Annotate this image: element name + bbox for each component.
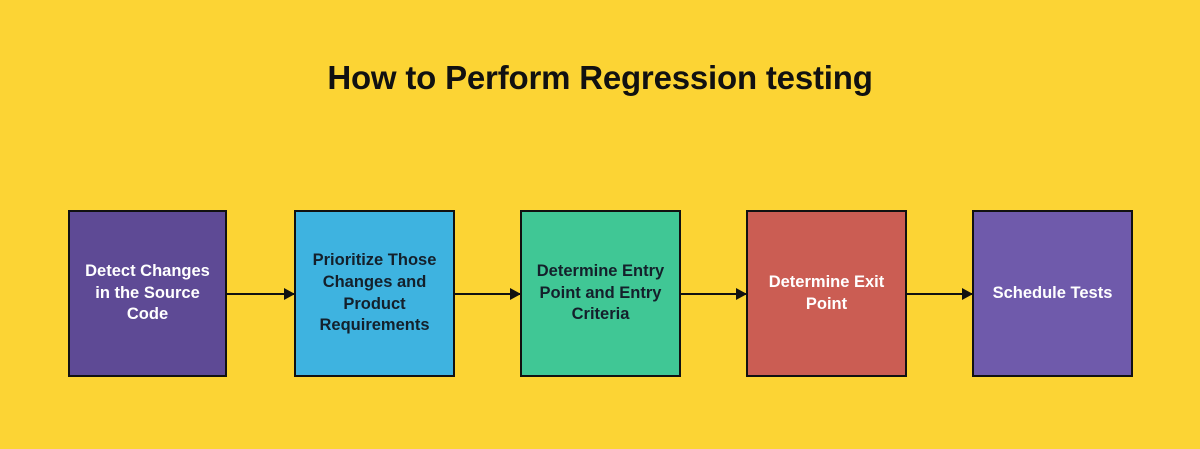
process-step-determine-exit-point: Determine Exit Point [746, 210, 907, 377]
process-step-label: Schedule Tests [992, 283, 1113, 302]
arrow-step4-to-step5 [907, 288, 973, 300]
arrow-step1-to-step2 [227, 288, 295, 300]
arrow-head-icon [736, 288, 747, 300]
process-flow-diagram: Detect Changes in the Source Code Priori… [68, 210, 1133, 377]
arrow-head-icon [962, 288, 973, 300]
arrow-step2-to-step3 [455, 288, 521, 300]
arrow-step3-to-step4 [681, 288, 747, 300]
page-title: How to Perform Regression testing [327, 59, 873, 96]
process-step-label: Detect Changes in the Source Code [85, 261, 210, 324]
process-step-detect-changes: Detect Changes in the Source Code [68, 210, 227, 377]
process-step-schedule-tests: Schedule Tests [972, 210, 1133, 377]
arrow-head-icon [510, 288, 521, 300]
process-step-determine-entry-point: Determine Entry Point and Entry Criteria [520, 210, 681, 377]
process-step-label: Prioritize Those Changes and Product Req… [312, 250, 437, 335]
arrow-head-icon [284, 288, 295, 300]
process-step-label: Determine Entry Point and Entry Criteria [536, 261, 665, 324]
process-step-label: Determine Exit Point [768, 272, 885, 313]
process-step-prioritize-changes: Prioritize Those Changes and Product Req… [294, 210, 455, 377]
